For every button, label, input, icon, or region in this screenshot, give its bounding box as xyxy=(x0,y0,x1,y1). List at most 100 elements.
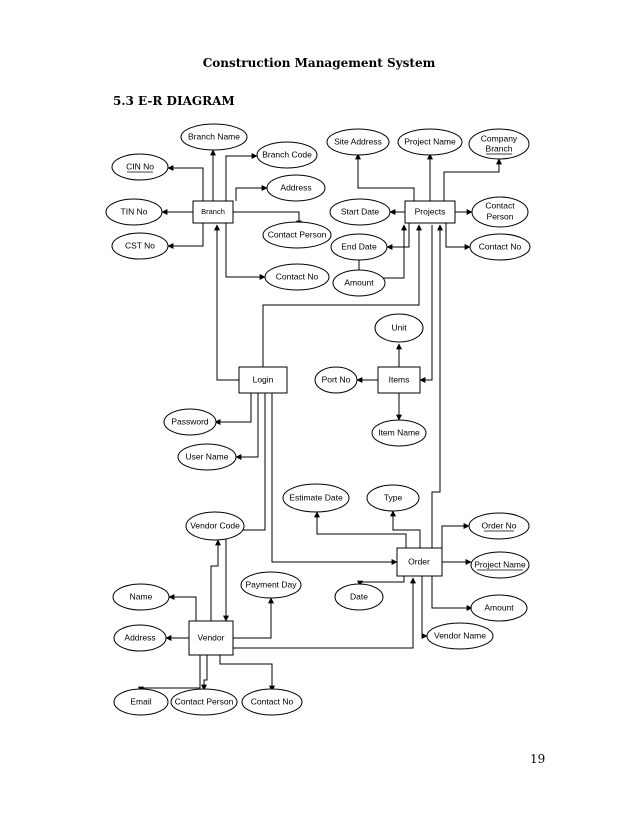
attribute-vendor-name: Vendor Name xyxy=(426,622,494,650)
attribute-vendor-contact-person: Contact Person xyxy=(170,688,238,716)
login-to-branch-line xyxy=(214,224,239,381)
entity-items-label: Items xyxy=(389,374,410,384)
attribute-company-branch-line1: Company xyxy=(481,133,518,143)
order-to-order-no-line xyxy=(441,523,470,548)
attribute-project-name: Project Name xyxy=(397,128,463,156)
attribute-branch-code: Branch Code xyxy=(256,141,318,169)
entity-vendor: Vendor xyxy=(188,620,234,656)
vendor-to-email-line xyxy=(138,655,201,693)
attribute-end-date-label: End Date xyxy=(341,241,377,251)
attribute-project-contact-person: Contact Person xyxy=(471,196,529,228)
branch-to-address-line xyxy=(235,185,268,201)
projects-to-company-branch-line xyxy=(443,158,502,201)
login-to-vendor-line xyxy=(223,393,266,622)
attribute-vendor-code: Vendor Code xyxy=(185,511,245,541)
attribute-type-label: Type xyxy=(384,492,403,502)
attribute-start-date-label: Start Date xyxy=(341,206,380,216)
attribute-tin-no-label: TIN No xyxy=(121,206,148,216)
projects-to-end-date-line xyxy=(386,223,410,250)
attribute-cin-no-label: CIN No xyxy=(126,161,154,171)
attribute-unit-label: Unit xyxy=(391,322,407,332)
login-to-password-line xyxy=(214,393,252,425)
vendor-to-order-line xyxy=(233,577,416,649)
amount-to-projects-line xyxy=(378,224,407,279)
page-number: 19 xyxy=(530,752,546,766)
attribute-project-amount: Amount xyxy=(332,269,386,297)
entity-projects-label: Projects xyxy=(415,206,446,216)
attribute-branch-code-label: Branch Code xyxy=(262,149,312,159)
attribute-order-project-name: Project Name xyxy=(470,551,530,579)
attribute-email: Email xyxy=(113,688,169,716)
attribute-branch-contact-person-label: Contact Person xyxy=(268,229,327,239)
order-to-estimate-date-line xyxy=(314,511,407,548)
attribute-vendor-address-label: Address xyxy=(124,632,155,642)
order-to-projects-line xyxy=(431,224,443,548)
entity-login-label: Login xyxy=(253,374,274,384)
attribute-project-contact-no-label: Contact No xyxy=(479,241,522,251)
attribute-branch-contact-person: Contact Person xyxy=(262,221,332,249)
attribute-name-label: Name xyxy=(130,591,153,601)
attribute-branch-address-label: Address xyxy=(280,182,311,192)
attribute-order-project-name-label: Project Name xyxy=(474,559,526,569)
section-heading: 5.3 E-R DIAGRAM xyxy=(113,94,235,108)
items-to-projects-line xyxy=(419,225,433,383)
entity-branch-label: Branch xyxy=(201,207,225,216)
attribute-tin-no: TIN No xyxy=(105,198,163,226)
attribute-project-contact-no: Contact No xyxy=(469,233,531,261)
vendor-to-vendor-code-line xyxy=(210,539,221,621)
branch-to-cst-no-line xyxy=(167,223,204,249)
login-to-user-name-line xyxy=(235,393,259,460)
attribute-branch-address: Address xyxy=(266,174,326,202)
vendor-to-payment-day-line xyxy=(233,597,274,639)
attribute-payment-day-label: Payment Day xyxy=(245,579,297,589)
attribute-cst-no: CST No xyxy=(111,232,169,260)
order-to-type-line xyxy=(390,510,421,548)
attribute-branch-contact-no-label: Contact No xyxy=(276,271,319,281)
attribute-vendor-contact-no-label: Contact No xyxy=(251,696,294,706)
entity-branch: Branch xyxy=(192,200,234,224)
attribute-branch-contact-no: Contact No xyxy=(264,263,330,291)
attribute-user-name-label: User Name xyxy=(186,451,229,461)
attribute-order-date: Date xyxy=(334,583,384,611)
attribute-name: Name xyxy=(112,583,170,611)
attribute-unit: Unit xyxy=(374,313,424,343)
attribute-site-address: Site Address xyxy=(326,128,390,156)
attribute-vendor-contact-no: Contact No xyxy=(241,688,303,716)
branch-to-branch-code-line xyxy=(225,153,258,201)
attribute-item-name-label: Item Name xyxy=(378,427,420,437)
attribute-company-branch: Company Branch xyxy=(468,128,530,160)
attribute-vendor-address: Address xyxy=(113,624,167,652)
attribute-project-contact-person-line2: Person xyxy=(487,211,514,221)
order-to-amount-line xyxy=(431,576,473,611)
attribute-vendor-name-label: Vendor Name xyxy=(434,630,486,640)
attribute-user-name: User Name xyxy=(177,443,237,471)
attribute-order-date-label: Date xyxy=(350,591,368,601)
entity-order-label: Order xyxy=(408,556,430,566)
attribute-order-amount-label: Amount xyxy=(484,602,514,612)
attribute-order-no-label: Order No xyxy=(482,520,517,530)
document-title: Construction Management System xyxy=(202,56,436,70)
attribute-site-address-label: Site Address xyxy=(334,136,382,146)
attribute-end-date: End Date xyxy=(330,233,388,261)
branch-to-contact-person-line xyxy=(233,211,302,227)
vendor-to-contact-person-line xyxy=(201,655,208,691)
branch-to-cin-no-line xyxy=(167,165,204,201)
attribute-estimate-date-label: Estimate Date xyxy=(289,492,343,502)
projects-to-site-address-line xyxy=(355,153,415,201)
attribute-start-date: Start Date xyxy=(329,198,391,226)
entity-login: Login xyxy=(238,366,288,394)
attribute-type: Type xyxy=(366,484,420,512)
projects-to-contact-no-line xyxy=(445,223,471,250)
attribute-item-name: Item Name xyxy=(371,419,427,447)
attribute-company-branch-line2: Branch xyxy=(486,143,513,153)
login-to-projects-line xyxy=(262,224,422,367)
login-to-order-line xyxy=(271,393,398,565)
attribute-estimate-date: Estimate Date xyxy=(282,483,350,513)
attribute-branch-name: Branch Name xyxy=(180,123,248,151)
branch-to-contact-no-line xyxy=(225,223,266,280)
attribute-project-amount-label: Amount xyxy=(344,277,374,287)
attribute-cst-no-label: CST No xyxy=(125,240,155,250)
attribute-password: Password xyxy=(163,408,217,436)
attribute-vendor-code-label: Vendor Code xyxy=(190,520,240,530)
